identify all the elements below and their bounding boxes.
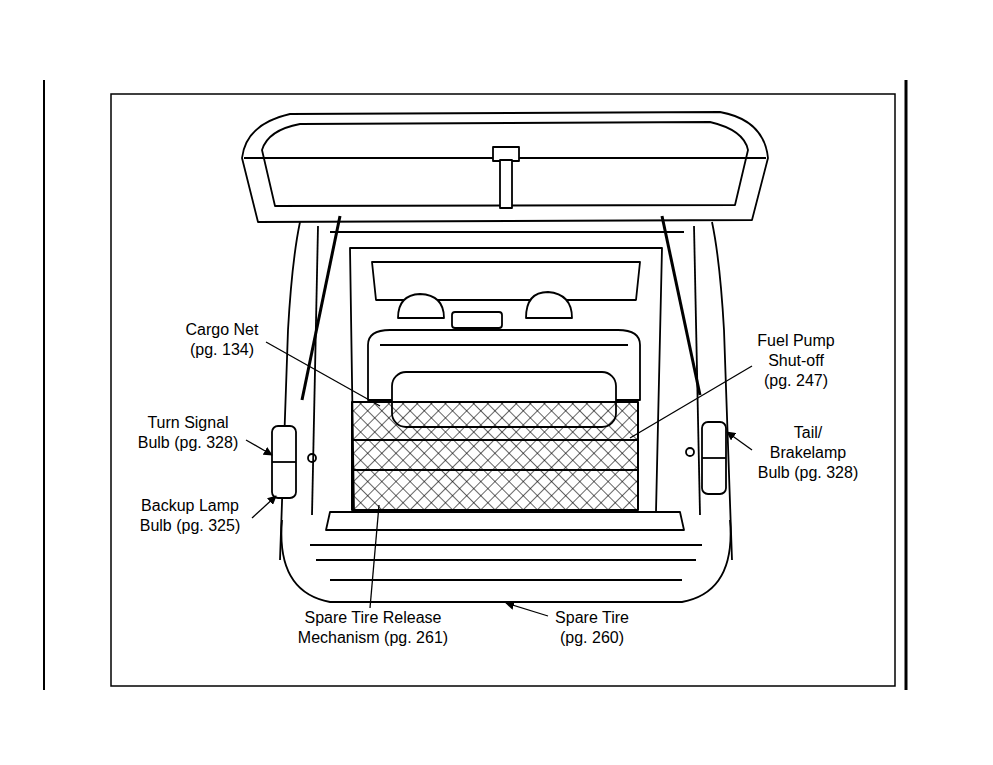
callout-label: Cargo Net (pg. 134) bbox=[181, 320, 263, 360]
callout-label: Fuel Pump Shut-off (pg. 247) bbox=[754, 331, 838, 391]
callout-label: Spare Tire Release Mechanism (pg. 261) bbox=[292, 608, 454, 648]
callout-label: Spare Tire (pg. 260) bbox=[546, 608, 638, 648]
page-rule bbox=[905, 80, 908, 690]
callout-label: Backup Lamp Bulb (pg. 325) bbox=[136, 496, 244, 536]
figure-frame bbox=[111, 94, 895, 686]
minivan-drawing bbox=[242, 112, 768, 602]
callout-label: Tail/ Brakelamp Bulb (pg. 328) bbox=[756, 423, 860, 483]
page-rule bbox=[43, 80, 45, 690]
callout-label: Turn Signal Bulb (pg. 328) bbox=[134, 413, 242, 453]
leader-lines bbox=[246, 342, 752, 616]
